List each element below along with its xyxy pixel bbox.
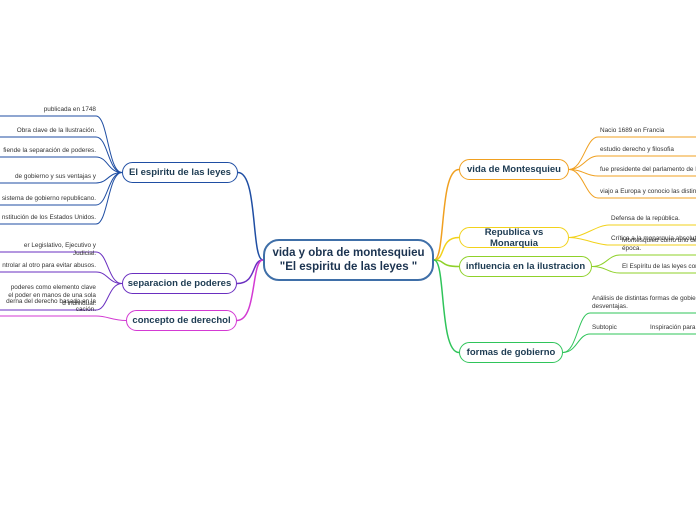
subtopic-text[interactable]: Análisis de distintas formas de gobie de…: [592, 295, 696, 310]
subtopic-text[interactable]: er Legislativo, Ejecutivo y Judicial.: [23, 242, 96, 257]
branch-connector: [433, 259, 460, 268]
subtopic-connector: [591, 266, 621, 274]
branch-connector: [433, 236, 460, 261]
subtopic-connector: [95, 172, 123, 225]
subtopic-connector: [568, 155, 599, 170]
subtopic-connector: [95, 156, 123, 173]
subtopic-text[interactable]: poderes como elemento clave el poder en …: [8, 284, 96, 307]
subtopic-text[interactable]: fiende la separación de poderes.: [3, 147, 96, 154]
branch-node-right-1[interactable]: vida de Montesquieu: [459, 159, 569, 180]
subtopic-text[interactable]: ntrolar al otro para evitar abusos.: [2, 262, 96, 269]
subtopic-connector: [568, 136, 599, 170]
subtopic-connector: [568, 237, 610, 246]
branch-node-right-4[interactable]: formas de gobierno: [459, 342, 563, 363]
branch-node-left-3[interactable]: concepto de derechol: [126, 310, 237, 331]
branch-node-right-3[interactable]: influencia en la ilustracion: [459, 256, 592, 277]
subtopic-text[interactable]: nstitución de los Estados Unidos.: [1, 214, 96, 221]
subtopic-connector: [95, 251, 123, 284]
subtopic-text[interactable]: derna del derecho basada en la cación.: [6, 298, 96, 313]
branch-connector: [237, 171, 264, 261]
subtopic-text[interactable]: Obra clave de la Ilustración.: [16, 127, 96, 134]
subtopic-text[interactable]: Nacio 1689 en Francia: [600, 127, 665, 134]
subtopic-connector: [568, 169, 599, 199]
subtopic-connector: [95, 136, 123, 173]
subtopic-text[interactable]: Defensa de la república.: [611, 215, 680, 222]
subtopic-text[interactable]: Subtopic: [592, 324, 617, 331]
subtopic-text[interactable]: Crítica a la monarquía absolut: [611, 235, 696, 242]
subtopic-connector: [562, 333, 591, 353]
subtopic-connector: [95, 271, 123, 284]
subtopic-text[interactable]: El Espíritu de las leyes com: [622, 263, 696, 270]
subtopic-text[interactable]: publicada en 1748: [43, 106, 96, 113]
branch-node-left-2[interactable]: separacion de poderes: [122, 273, 237, 294]
subtopic-connector: [95, 115, 123, 173]
central-topic[interactable]: vida y obra de montesquieu "El espiritu …: [263, 239, 434, 281]
branch-connector: [433, 168, 460, 261]
subtopic-text[interactable]: Montesquieu como uno de época.: [622, 237, 696, 252]
subtopic-connector: [95, 315, 127, 321]
branch-connector: [236, 259, 264, 322]
subtopic-text[interactable]: estudio derecho y filosofia: [600, 146, 674, 153]
subtopic-text[interactable]: fue presidente del parlamento de B: [600, 166, 696, 173]
branch-connector: [433, 259, 460, 354]
subtopic-text[interactable]: sistema de gobierno republicano.: [1, 195, 96, 202]
subtopic-text[interactable]: viajo a Europa y conocio las distinta: [600, 188, 696, 195]
subtopic-connector: [562, 312, 591, 353]
branch-node-right-2[interactable]: Republica vs Monarquia: [459, 227, 569, 249]
subtopic-connector: [95, 283, 123, 311]
branch-node-left-1[interactable]: El espiritu de las leyes: [122, 162, 238, 183]
subtopic-text[interactable]: de gobierno y sus ventajas y: [15, 173, 96, 180]
subtopic-connector: [591, 254, 621, 267]
subtopic-text[interactable]: Inspiración para: [650, 324, 696, 331]
subtopic-connector: [568, 224, 610, 238]
